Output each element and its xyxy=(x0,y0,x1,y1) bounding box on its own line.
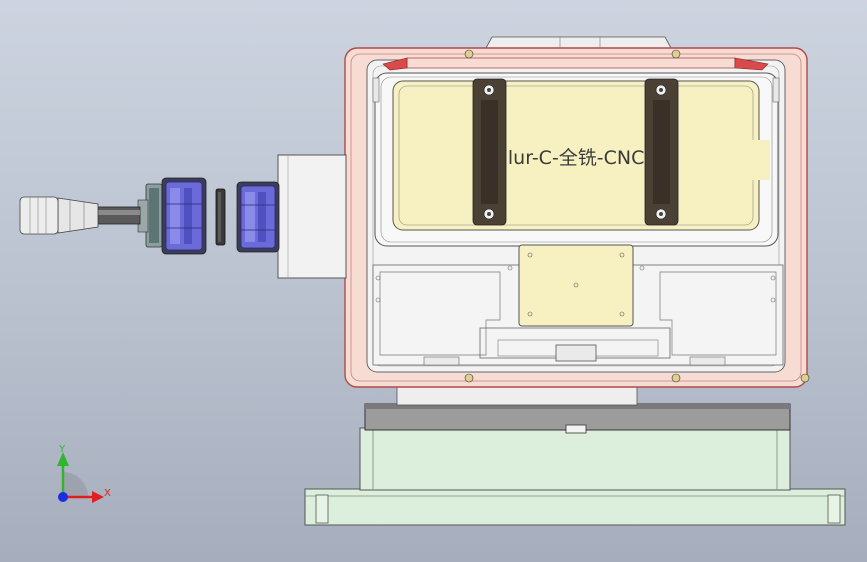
cable-plug[interactable] xyxy=(19,196,141,235)
side-latch xyxy=(772,77,780,103)
seal-ring xyxy=(215,188,226,246)
side-boss[interactable] xyxy=(277,154,347,279)
screw xyxy=(464,373,474,383)
plug-body xyxy=(19,196,59,235)
top-cap xyxy=(485,36,672,49)
plug-taper xyxy=(57,197,99,234)
side-latch xyxy=(372,77,380,103)
screw xyxy=(800,373,810,383)
neck xyxy=(396,384,638,406)
top-strip xyxy=(406,57,736,69)
z-axis-dot xyxy=(58,492,68,502)
screw xyxy=(671,373,681,383)
screw xyxy=(464,49,474,59)
x-axis-label: X xyxy=(104,488,111,499)
center-tab xyxy=(518,244,634,327)
y-axis-label: Y xyxy=(58,444,66,455)
triad-arc xyxy=(63,472,88,497)
base-foot xyxy=(304,488,846,526)
base-slot-right xyxy=(827,494,841,524)
base-body xyxy=(359,427,791,491)
connector-collar-left[interactable] xyxy=(137,177,207,255)
base-assembly[interactable] xyxy=(304,384,846,526)
right-brace xyxy=(644,78,679,226)
base-key xyxy=(565,424,587,434)
y-axis-arrow xyxy=(57,452,69,466)
housing-assembly[interactable]: ollur-C-全铣-CNC xyxy=(344,36,810,388)
plate-label: ollur-C-全铣-CNC xyxy=(491,147,644,169)
left-brace xyxy=(472,78,507,226)
x-axis-arrow xyxy=(92,491,104,503)
axis-triad: Y X xyxy=(57,444,111,503)
connector-collar-right[interactable] xyxy=(236,181,280,253)
plug-shaft xyxy=(97,206,141,225)
base-slot-left xyxy=(315,494,329,524)
screw xyxy=(671,49,681,59)
